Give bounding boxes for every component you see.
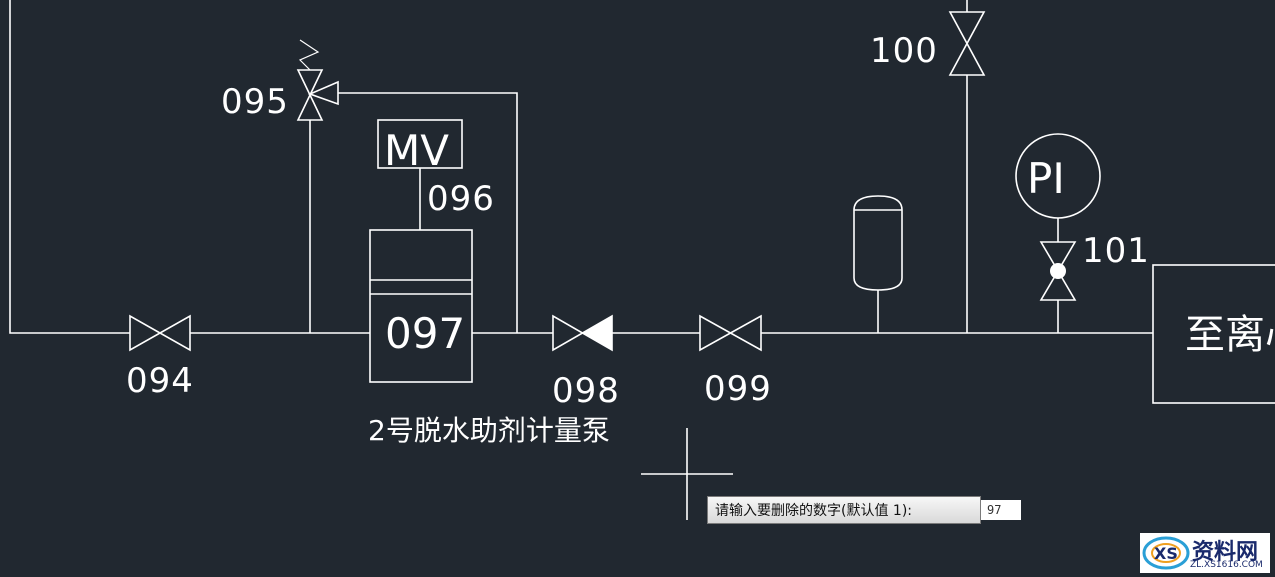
- pipelines: [9, 0, 1153, 334]
- tag-096: 096: [427, 179, 495, 219]
- tag-094: 094: [126, 361, 194, 401]
- valve-099[interactable]: [699, 314, 762, 352]
- watermark-logo: XS 资料网 ZL.XS1616.COM: [1140, 533, 1270, 573]
- check-valve-098[interactable]: [552, 314, 613, 352]
- watermark-brand: 资料网: [1192, 540, 1259, 565]
- valve-094[interactable]: [129, 314, 191, 352]
- command-prompt-text: 请输入要删除的数字(默认值 1):: [715, 503, 912, 519]
- metering-pump-097[interactable]: [369, 229, 473, 383]
- tag-099: 099: [704, 369, 772, 409]
- tag-097: 097: [385, 309, 465, 358]
- destination-box[interactable]: [1152, 264, 1275, 404]
- tag-101: 101: [1082, 231, 1150, 271]
- crosshair-cursor-icon: [641, 428, 733, 520]
- svg-text:XS: XS: [1154, 544, 1178, 563]
- command-prompt-tooltip: 请输入要删除的数字(默认值 1):: [707, 496, 981, 524]
- mv-actuator[interactable]: [377, 119, 463, 169]
- tag-095: 095: [221, 82, 289, 122]
- tag-100: 100: [870, 31, 938, 71]
- pump-caption: 2号脱水助剂计量泵: [368, 414, 610, 447]
- pulsation-dampener-vessel[interactable]: [853, 195, 903, 291]
- xs-logo-icon: XS: [1142, 536, 1190, 570]
- mv-label: MV: [384, 126, 449, 175]
- command-value-input[interactable]: [981, 500, 1021, 520]
- destination-box-label: 至离心: [1185, 312, 1275, 358]
- pressure-indicator-pi[interactable]: [1015, 133, 1101, 219]
- pi-label: PI: [1027, 154, 1065, 203]
- relief-valve-095[interactable]: [296, 39, 339, 121]
- watermark-url: ZL.XS1616.COM: [1190, 560, 1263, 570]
- tag-098: 098: [552, 371, 620, 411]
- valve-100[interactable]: [948, 0, 986, 76]
- valve-101[interactable]: [1039, 241, 1077, 301]
